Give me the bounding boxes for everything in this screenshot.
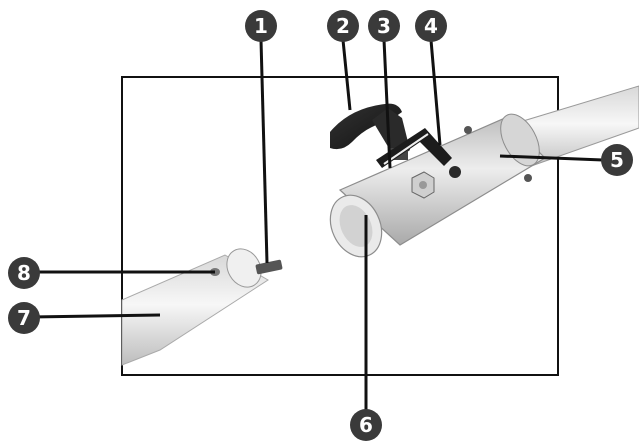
callout-number: 3 xyxy=(377,14,391,38)
callout-2: 2 xyxy=(327,10,359,42)
leader-lines xyxy=(30,39,604,421)
callout-number: 7 xyxy=(17,306,31,330)
lower-shaft xyxy=(121,248,283,366)
leader-line-1 xyxy=(259,39,269,264)
drive-shaft-tip xyxy=(255,259,283,275)
callout-7: 7 xyxy=(8,302,40,334)
coupler-housing xyxy=(329,113,546,258)
callout-number: 4 xyxy=(424,14,438,38)
callout-number: 5 xyxy=(610,148,624,172)
callout-4: 4 xyxy=(415,10,447,42)
clamp-lever xyxy=(376,128,452,168)
leader-line-3 xyxy=(382,39,392,169)
callout-number: 6 xyxy=(359,413,373,437)
callout-number: 1 xyxy=(254,14,268,38)
callout-3: 3 xyxy=(368,10,400,42)
callout-number: 2 xyxy=(336,14,350,38)
callout-1: 1 xyxy=(245,10,277,42)
leader-line-7 xyxy=(30,313,161,319)
callout-5: 5 xyxy=(601,144,633,176)
callout-number: 8 xyxy=(17,261,31,285)
callout-8: 8 xyxy=(8,257,40,289)
leader-line-5 xyxy=(499,154,604,162)
leader-line-2 xyxy=(341,39,352,111)
callout-6: 6 xyxy=(350,409,382,441)
leader-line-4 xyxy=(429,39,442,146)
